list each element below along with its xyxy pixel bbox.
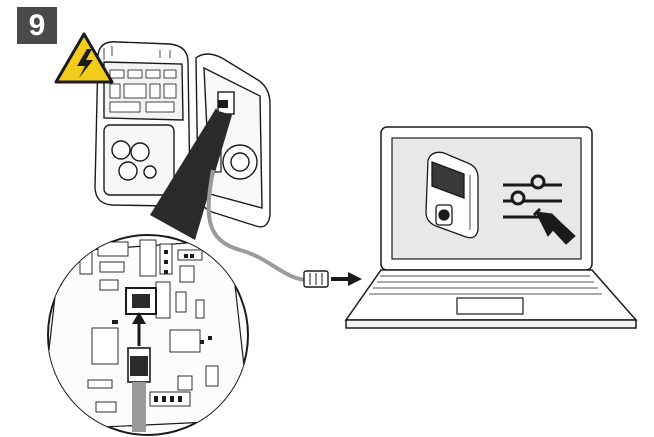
connect-arrowhead bbox=[348, 272, 362, 286]
touchpad bbox=[457, 298, 523, 314]
charger-device-icon bbox=[426, 152, 478, 237]
zoom-detail-circle bbox=[40, 235, 250, 435]
laptop bbox=[346, 127, 636, 328]
laptop-screen bbox=[392, 138, 581, 259]
rj45-connector bbox=[304, 271, 328, 287]
